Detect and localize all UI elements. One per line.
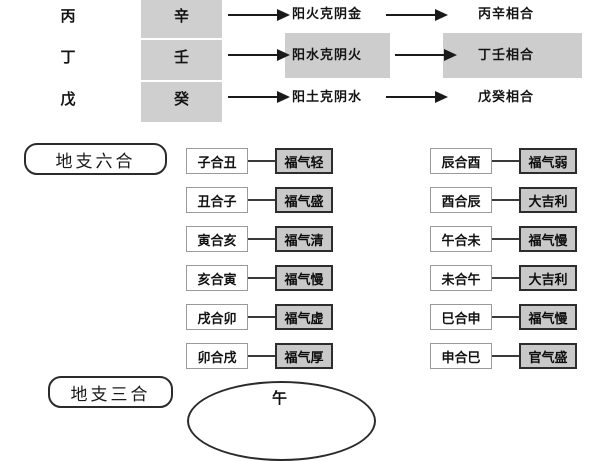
yin-stem-cell-divider-2 xyxy=(141,80,222,82)
harmony-connector-line xyxy=(492,355,519,357)
harmony-pair-row: 寅合亥 福气清 xyxy=(186,226,334,252)
harmony-connector-line xyxy=(492,238,519,240)
harmony-pair-row: 申合巳 官气盛 xyxy=(430,343,578,369)
harmony-pair-result: 大吉利 xyxy=(519,265,577,291)
result-arrow xyxy=(395,49,457,61)
relation-text: 阳水克阴火 xyxy=(292,48,363,63)
result-text: 丁壬相合 xyxy=(478,48,535,63)
six-harmony-section-label: 地支六合 xyxy=(24,143,167,175)
harmony-pair-source: 卯合戌 xyxy=(186,343,248,369)
result-arrow xyxy=(386,9,448,21)
harmony-pair-result: 福气慢 xyxy=(519,304,577,330)
harmony-pair-row: 子合丑 福气轻 xyxy=(186,148,334,174)
harmony-connector-line xyxy=(492,160,519,162)
harmony-pair-row: 卯合戌 福气厚 xyxy=(186,343,334,369)
harmony-pair-result: 福气慢 xyxy=(275,265,333,291)
harmony-pair-source: 辰合酉 xyxy=(430,148,492,174)
harmony-pair-source: 戌合卯 xyxy=(186,304,248,330)
harmony-pair-result: 福气厚 xyxy=(275,343,333,369)
result-highlight-box xyxy=(443,33,582,78)
yang-stem-cell: 丙 xyxy=(60,7,76,25)
harmony-pair-source: 丑合子 xyxy=(186,187,248,213)
harmony-pair-result: 福气轻 xyxy=(275,148,333,174)
three-harmony-section-label: 地支三合 xyxy=(48,376,173,408)
harmony-pair-row: 辰合酉 福气弱 xyxy=(430,148,578,174)
six-harmony-label-text: 地支六合 xyxy=(55,151,136,172)
harmony-connector-line xyxy=(248,160,275,162)
harmony-pair-source: 午合未 xyxy=(430,226,492,252)
stem-combination-table: 丙 辛 阳火克阴金 丙辛相合 丁 壬 阳水克阴火 丁壬相合 戊 癸 xyxy=(0,0,600,122)
harmony-pair-source: 子合丑 xyxy=(186,148,248,174)
harmony-pair-row: 亥合寅 福气慢 xyxy=(186,265,334,291)
harmony-pair-source: 酉合辰 xyxy=(430,187,492,213)
relation-arrow xyxy=(228,49,290,61)
harmony-connector-line xyxy=(248,238,275,240)
harmony-pair-source: 未合午 xyxy=(430,265,492,291)
relation-arrow xyxy=(228,91,290,103)
yin-stem-cell-divider-1 xyxy=(141,38,222,40)
yin-stem-cell: 壬 xyxy=(173,48,189,66)
yang-stem-cell: 丁 xyxy=(60,48,76,66)
relation-text: 阳土克阴水 xyxy=(292,90,363,105)
yang-stem-cell: 戊 xyxy=(60,90,76,108)
relation-arrow xyxy=(228,9,290,21)
harmony-pair-row: 丑合子 福气盛 xyxy=(186,187,334,213)
yin-stem-column-background xyxy=(141,0,222,122)
harmony-pair-result: 福气慢 xyxy=(519,226,577,252)
harmony-connector-line xyxy=(492,316,519,318)
harmony-pair-result: 福气弱 xyxy=(519,148,577,174)
harmony-pair-source: 巳合申 xyxy=(430,304,492,330)
harmony-pair-row: 巳合申 福气慢 xyxy=(430,304,578,330)
harmony-pair-row: 酉合辰 大吉利 xyxy=(430,187,578,213)
harmony-connector-line xyxy=(492,277,519,279)
yin-stem-cell: 辛 xyxy=(173,7,189,25)
three-harmony-label-text: 地支三合 xyxy=(70,384,151,405)
harmony-pair-source: 申合巳 xyxy=(430,343,492,369)
relation-highlight-box xyxy=(285,33,390,78)
three-harmony-oval-char: 午 xyxy=(272,389,288,407)
harmony-pair-result: 福气虚 xyxy=(275,304,333,330)
harmony-pair-row: 戌合卯 福气虚 xyxy=(186,304,334,330)
harmony-pair-result: 福气清 xyxy=(275,226,333,252)
harmony-connector-line xyxy=(492,199,519,201)
harmony-connector-line xyxy=(248,199,275,201)
harmony-pair-row: 午合未 福气慢 xyxy=(430,226,578,252)
harmony-pair-row: 未合午 大吉利 xyxy=(430,265,578,291)
relation-text: 阳火克阴金 xyxy=(292,7,363,22)
harmony-connector-line xyxy=(248,355,275,357)
result-arrow xyxy=(386,91,448,103)
harmony-pair-source: 寅合亥 xyxy=(186,226,248,252)
yin-stem-cell: 癸 xyxy=(173,90,189,108)
harmony-pair-source: 亥合寅 xyxy=(186,265,248,291)
harmony-pair-result: 官气盛 xyxy=(519,343,577,369)
harmony-pair-result: 大吉利 xyxy=(519,187,577,213)
harmony-pair-result: 福气盛 xyxy=(275,187,333,213)
result-text: 丙辛相合 xyxy=(478,7,535,22)
result-text: 戊癸相合 xyxy=(478,90,535,105)
harmony-connector-line xyxy=(248,277,275,279)
harmony-connector-line xyxy=(248,316,275,318)
